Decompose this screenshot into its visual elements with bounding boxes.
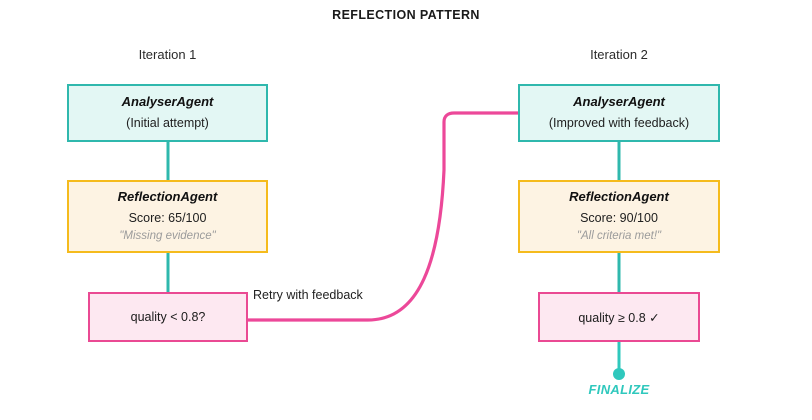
edge-label-retry-with-feedback: Retry with feedback bbox=[253, 288, 363, 302]
column-heading-iteration-1: Iteration 1 bbox=[138, 47, 197, 62]
node-analyser-agent-iteration-1[interactable]: AnalyserAgent (Initial attempt) bbox=[67, 84, 268, 142]
node-quote: "All criteria met!" bbox=[576, 229, 662, 242]
node-decision-quality-meets-threshold[interactable]: quality ≥ 0.8 ✓ bbox=[538, 292, 700, 342]
node-title: AnalyserAgent bbox=[573, 94, 665, 110]
edge-retry-with-feedback bbox=[246, 111, 520, 322]
column-heading-iteration-2: Iteration 2 bbox=[590, 47, 648, 62]
node-title: ReflectionAgent bbox=[569, 189, 669, 205]
node-title: ReflectionAgent bbox=[117, 189, 218, 205]
node-subtitle: (Improved with feedback) bbox=[548, 115, 690, 130]
node-quote: "Missing evidence" bbox=[119, 229, 216, 242]
node-analyser-agent-iteration-2[interactable]: AnalyserAgent (Improved with feedback) bbox=[518, 84, 720, 142]
node-reflection-agent-iteration-1[interactable]: ReflectionAgent Score: 65/100 "Missing e… bbox=[67, 180, 268, 253]
node-reflection-agent-iteration-2[interactable]: ReflectionAgent Score: 90/100 "All crite… bbox=[518, 180, 720, 253]
decision-text: quality < 0.8? bbox=[130, 310, 206, 324]
node-subtitle: (Initial attempt) bbox=[126, 115, 209, 130]
finalize-dot-icon bbox=[613, 368, 625, 380]
node-decision-quality-below-threshold[interactable]: quality < 0.8? bbox=[88, 292, 248, 342]
decision-text: quality ≥ 0.8 ✓ bbox=[578, 310, 660, 325]
node-title: AnalyserAgent bbox=[121, 94, 214, 110]
terminal-label-finalize: FINALIZE bbox=[588, 382, 650, 397]
node-score: Score: 90/100 bbox=[580, 210, 658, 225]
page-title: REFLECTION PATTERN bbox=[332, 8, 480, 22]
node-score: Score: 65/100 bbox=[128, 210, 207, 225]
